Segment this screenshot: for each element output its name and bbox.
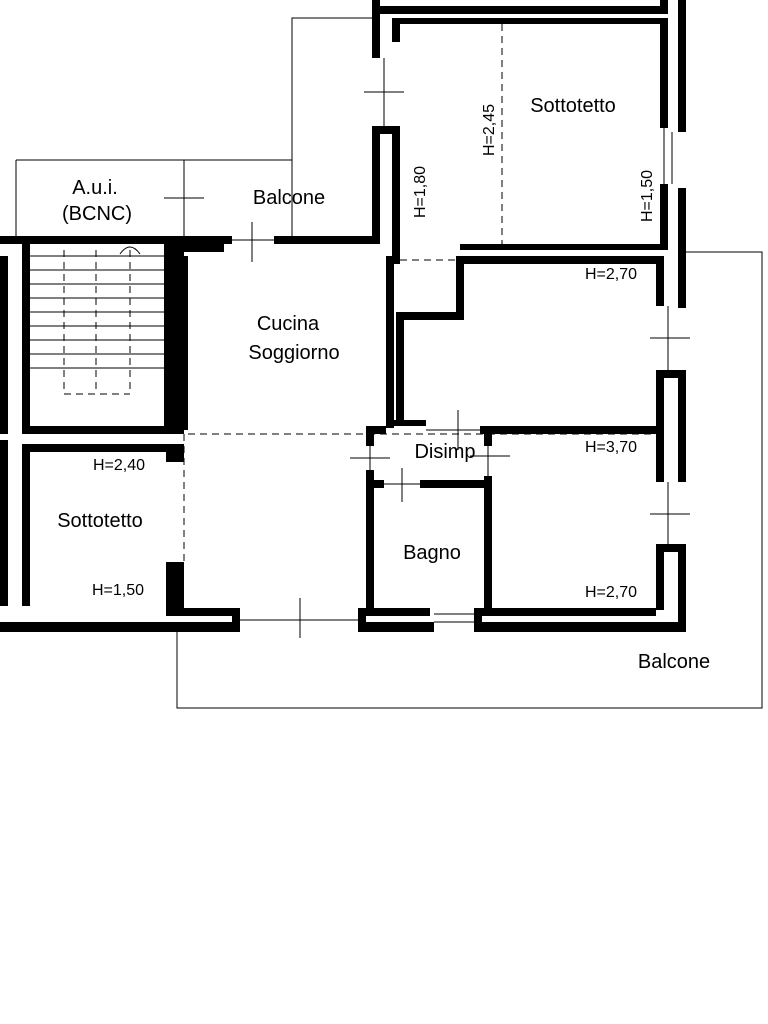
label-bagno: Bagno xyxy=(403,542,461,564)
label-balcone-top: Balcone xyxy=(253,187,325,209)
height-180: H=1,80 xyxy=(412,166,429,218)
height-370: H=3,70 xyxy=(585,439,637,456)
label-sottotetto-top: Sottotetto xyxy=(530,95,616,117)
label-bcnc: (BCNC) xyxy=(62,203,132,225)
staircase xyxy=(30,246,164,395)
balcony-outline-bottom xyxy=(176,251,763,709)
height-150-right: H=1,50 xyxy=(639,170,656,222)
height-240: H=2,40 xyxy=(93,457,145,474)
height-labels: H=2,45 H=1,80 H=1,50 H=2,70 H=3,70 H=2,7… xyxy=(92,104,656,601)
doors xyxy=(350,410,510,502)
walls xyxy=(0,0,686,632)
label-sottotetto-left: Sottotetto xyxy=(57,510,143,532)
label-disimp: Disimp xyxy=(414,441,475,463)
height-270-top: H=2,70 xyxy=(585,266,637,283)
label-soggiorno: Soggiorno xyxy=(248,342,339,364)
height-270-bottom: H=2,70 xyxy=(585,584,637,601)
label-cucina: Cucina xyxy=(257,313,320,335)
label-aui: A.u.i. xyxy=(72,177,118,199)
height-150-left: H=1,50 xyxy=(92,582,144,599)
label-balcone-bottom: Balcone xyxy=(638,651,710,673)
dashed-lines xyxy=(183,24,666,562)
height-245: H=2,45 xyxy=(481,104,498,156)
room-labels: A.u.i. (BCNC) Balcone Sottotetto Cucina … xyxy=(57,95,710,673)
openings xyxy=(164,58,690,638)
